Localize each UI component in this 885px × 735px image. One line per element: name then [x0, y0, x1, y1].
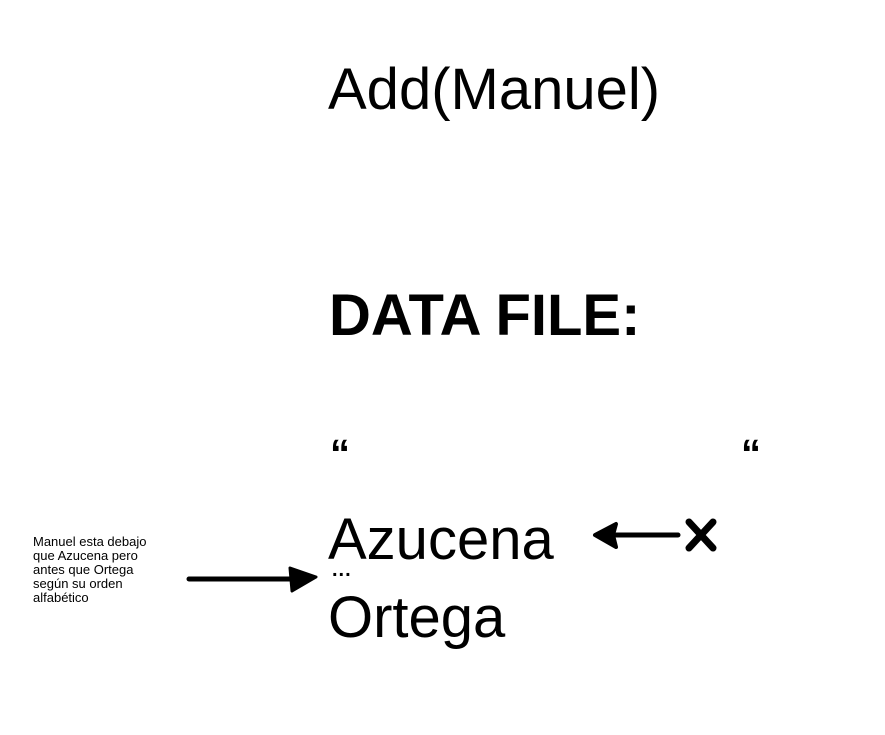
open-quote: “	[330, 432, 350, 476]
cursor-arrow-icon	[593, 518, 717, 552]
record-ortega: Ortega	[328, 585, 506, 650]
close-quote: “	[741, 432, 761, 476]
record-azucena: Azucena	[328, 507, 554, 572]
operation-label: Add(Manuel)	[328, 57, 661, 122]
data-file-heading: DATA FILE:	[329, 283, 641, 348]
insertion-ellipsis: ...	[332, 559, 352, 581]
annotation-note: Manuel esta debajo que Azucena pero ante…	[33, 534, 147, 605]
insertion-arrow-icon	[186, 566, 318, 593]
